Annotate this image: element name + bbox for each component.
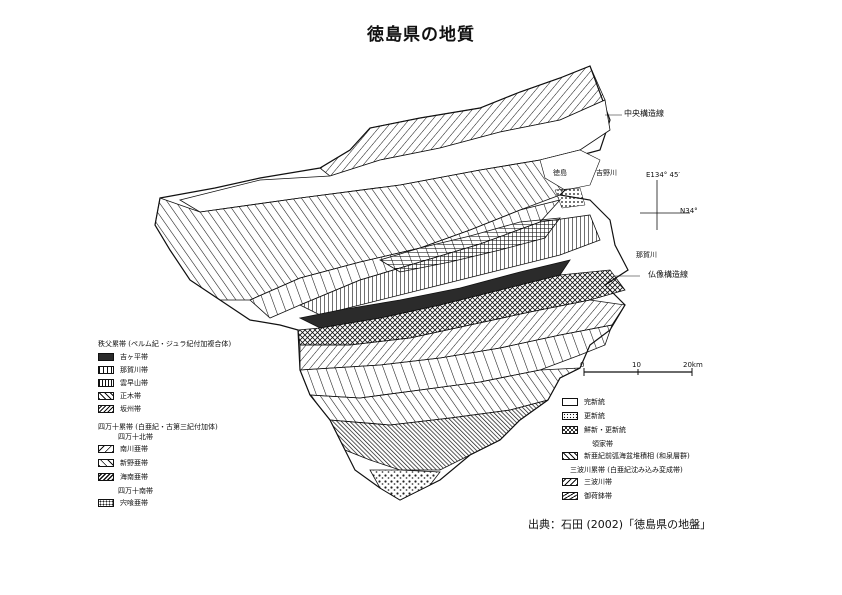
legend-item-holocene: 完新統 [562, 397, 605, 407]
median-tectonic-line-label: 中央構造線 [624, 109, 664, 118]
legend-item-arano: 新野亜帯 [98, 458, 148, 468]
legend-sanbagawa-header: 三波川累帯 (白亜紀沈み込み変成帯) [570, 466, 683, 474]
holocene-plain [539, 149, 601, 191]
tokushima-city-label: 徳島 [553, 169, 567, 177]
legend-shimanto-north-header: 四万十北帯 [118, 433, 153, 441]
legend-item-plio-pleistocene: 鮮新・更新統 [562, 425, 626, 435]
swatch-minamigawa [98, 445, 114, 453]
scale-tick-20km: 20km [683, 361, 703, 369]
swatch-sakashu [98, 405, 114, 413]
swatch-nagagawa [98, 366, 114, 374]
swatch-mikabu [562, 492, 578, 500]
legend-item-masaki: 正木帯 [98, 391, 141, 401]
legend-item-unebayama: 雲早山帯 [98, 378, 148, 388]
swatch-unebayama [98, 379, 114, 387]
legend-item-nagagawa: 那賀川帯 [98, 365, 148, 375]
scale-bar [583, 368, 693, 376]
swatch-sanbagawa [562, 478, 578, 486]
legend-item-izumi: 新亜紀前弧海盆堆積相 (和泉層群) [562, 451, 690, 461]
swatch-plio-pleistocene [562, 426, 578, 434]
swatch-shishikui [98, 499, 114, 507]
swatch-kainan [98, 473, 114, 481]
kainan-subbelt [329, 399, 549, 471]
naka-river-label: 那賀川 [636, 251, 657, 259]
shishikui-subbelt [369, 469, 441, 501]
legend-item-kainan: 海南亜帯 [98, 472, 148, 482]
swatch-masaki [98, 392, 114, 400]
coordinate-cross [640, 180, 690, 230]
source-citation: 出典：石田 (2002)「徳島県の地盤」 [528, 518, 712, 531]
legend-item-yoshigahira: 吉ヶ平帯 [98, 352, 148, 362]
legend-item-sanbagawa: 三波川帯 [562, 477, 612, 487]
legend-item-sakashu: 坂州帯 [98, 404, 141, 414]
unebayama-belt [379, 217, 561, 273]
yoshino-river-label: 吉野川 [596, 169, 617, 177]
legend-ryoke-header: 領家帯 [592, 440, 613, 448]
legend-item-minamigawa: 南川亜帯 [98, 444, 148, 454]
legend-item-mikabu: 御荷鉢帯 [562, 491, 612, 501]
butsuzo-tectonic-line-label: 仏像構造線 [648, 270, 688, 279]
legend-chichibu-header: 秩父累帯 (ペルム紀・ジュラ紀付加複合体) [98, 340, 232, 348]
legend-shimanto-header: 四万十累帯 (白亜紀・古第三紀付加体) [98, 423, 218, 431]
swatch-arano [98, 459, 114, 467]
scale-tick-10: 10 [632, 361, 641, 369]
swatch-holocene [562, 398, 578, 406]
legend-item-shishikui: 宍喰亜帯 [98, 498, 148, 508]
legend-item-pleistocene: 更新統 [562, 411, 605, 421]
swatch-yoshigahira [98, 353, 114, 361]
latitude-label: N34° [680, 207, 698, 215]
pleistocene-patch [554, 187, 586, 209]
longitude-label: E134° 45′ [646, 171, 681, 179]
swatch-pleistocene [562, 412, 578, 420]
map-title: 徳島県の地質 [367, 25, 475, 45]
legend-shimanto-south-header: 四万十南帯 [118, 487, 153, 495]
scale-tick-0: 0 [580, 361, 585, 369]
swatch-izumi [562, 452, 578, 460]
